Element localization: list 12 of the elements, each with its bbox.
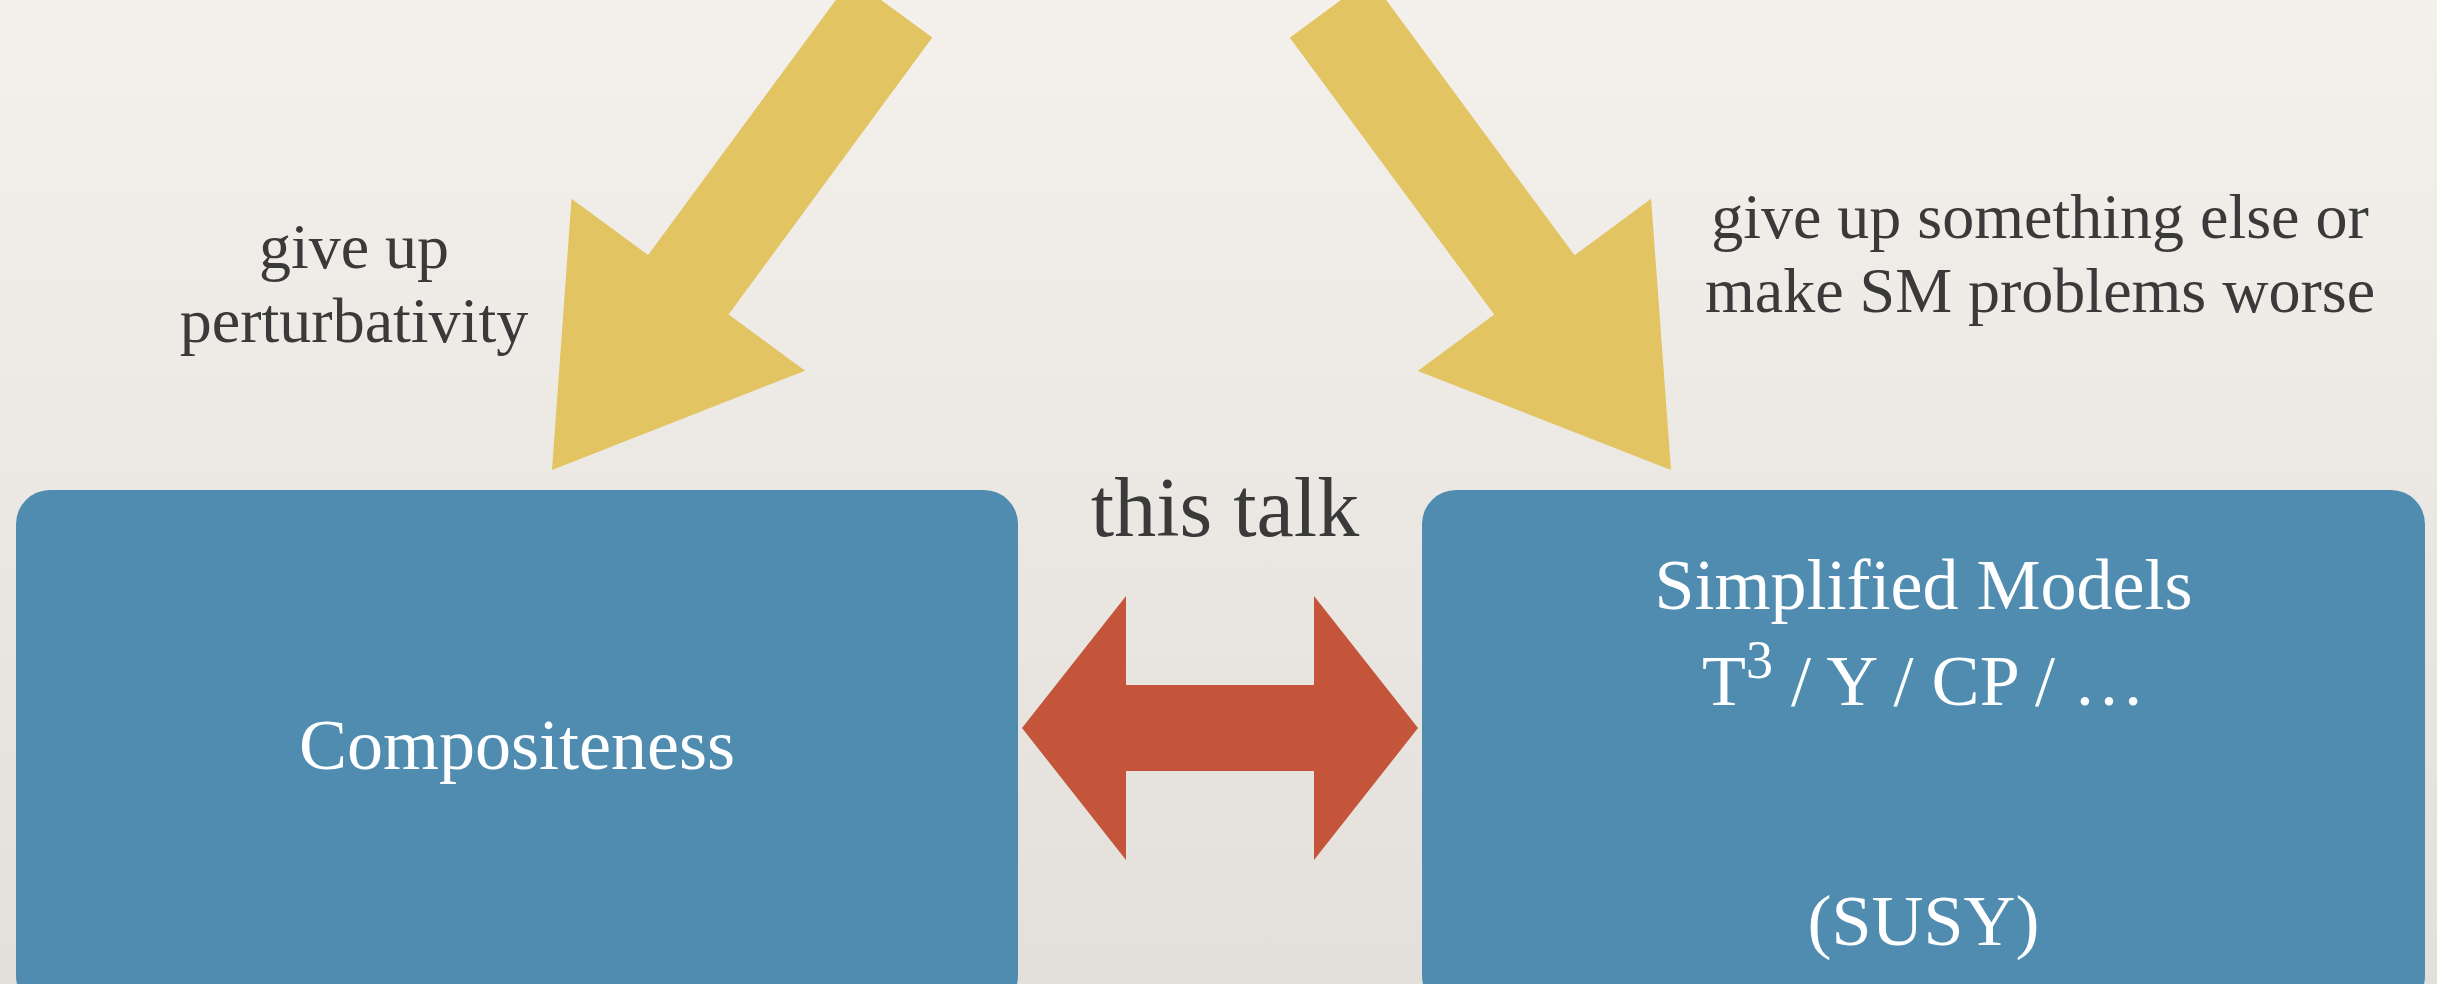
box-text: (SUSY) bbox=[1807, 880, 2040, 963]
block-arrow bbox=[1022, 596, 1418, 860]
rounded-box bbox=[16, 490, 1018, 984]
box-text: Simplified Models bbox=[1654, 544, 2193, 627]
rounded-box bbox=[1422, 490, 2425, 984]
box-text: T$^{3}$ / Y / CP / … bbox=[1701, 636, 2145, 723]
edge-label: this talk bbox=[1089, 460, 1361, 556]
box-text: Compositeness bbox=[299, 704, 735, 787]
block-arrow bbox=[552, 0, 933, 470]
edge-label: give up something else or make SM problems worse bbox=[1703, 180, 2377, 328]
block-arrow bbox=[1289, 0, 1671, 470]
edge-label: give up perturbativity bbox=[178, 210, 530, 358]
